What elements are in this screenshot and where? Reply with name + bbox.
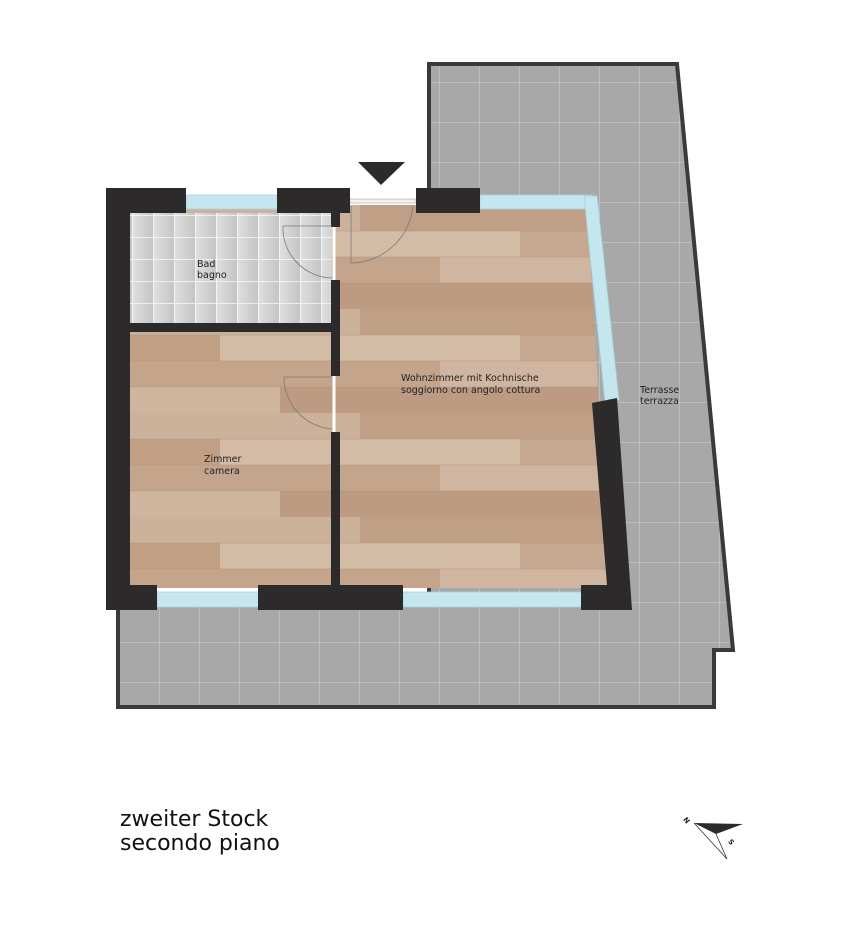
walls bbox=[106, 188, 632, 610]
compass-icon: N S bbox=[681, 816, 743, 860]
living-label-it: soggiorno con angolo cottura bbox=[401, 385, 540, 396]
compass-north-label: N bbox=[681, 816, 691, 826]
floor-title: zweiter Stock secondo piano bbox=[120, 808, 280, 856]
bath-label-it: bagno bbox=[197, 270, 227, 281]
room-label-de: Zimmer bbox=[204, 454, 242, 465]
living-label-de: Wohnzimmer mit Kochnische bbox=[401, 373, 539, 384]
terrace-label-de: Terrasse bbox=[639, 385, 679, 396]
compass-south-label: S bbox=[726, 838, 735, 847]
floor-title-it: secondo piano bbox=[120, 831, 280, 856]
floor-title-de: zweiter Stock bbox=[120, 807, 269, 832]
doors bbox=[282, 205, 414, 432]
terrace-label-it: terrazza bbox=[640, 396, 679, 407]
room-label-it: camera bbox=[204, 466, 240, 477]
bathroom-floor bbox=[130, 213, 332, 324]
entrance-arrow-icon bbox=[358, 162, 405, 185]
bath-label-de: Bad bbox=[197, 259, 215, 270]
